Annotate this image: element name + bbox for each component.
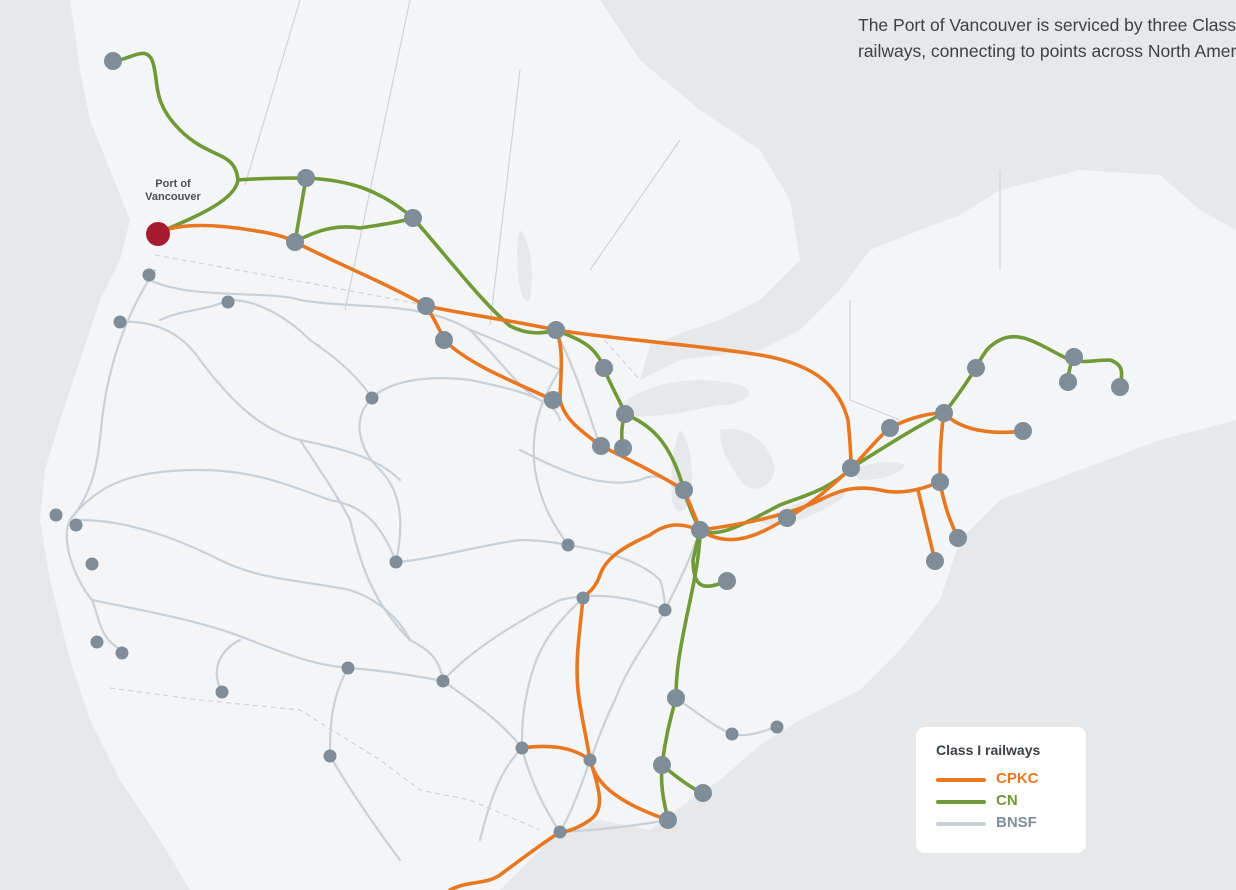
province-line-1 xyxy=(244,0,301,186)
node xyxy=(694,784,712,802)
us-mexico-border xyxy=(109,687,541,831)
node-small xyxy=(770,720,784,734)
province-line-5 xyxy=(849,300,901,421)
node xyxy=(417,297,435,315)
legend-label-cn: CN xyxy=(996,792,1018,809)
node-small xyxy=(389,555,403,569)
lake-ontario xyxy=(850,462,905,480)
node xyxy=(718,572,736,590)
node-small xyxy=(221,295,235,309)
node xyxy=(967,359,985,377)
hudson-bay xyxy=(600,0,870,290)
legend-label-cpkc: CPKC xyxy=(996,770,1039,787)
province-line-4 xyxy=(589,139,681,271)
node xyxy=(675,481,693,499)
borders xyxy=(109,0,1001,831)
node xyxy=(404,209,422,227)
node xyxy=(778,509,796,527)
legend-item-cpkc: CPKC xyxy=(936,769,1076,789)
node-small xyxy=(658,603,672,617)
node xyxy=(935,404,953,422)
port-of-vancouver-label: Port of Vancouver xyxy=(145,178,201,203)
legend-label-bnsf: BNSF xyxy=(996,814,1037,831)
node xyxy=(931,473,949,491)
node xyxy=(653,756,671,774)
node xyxy=(616,405,634,423)
province-line-2 xyxy=(344,0,411,311)
node xyxy=(592,437,610,455)
lake-superior xyxy=(620,380,750,417)
node-small xyxy=(583,753,597,767)
legend-item-cn: CN xyxy=(936,791,1076,811)
legend: Class I railways CPKC CN BNSF xyxy=(916,727,1086,853)
node xyxy=(595,359,613,377)
legend-swatch-cn xyxy=(936,800,986,804)
node xyxy=(614,439,632,457)
lake-huron xyxy=(720,429,775,489)
node xyxy=(667,689,685,707)
node-small xyxy=(436,674,450,688)
legend-title: Class I railways xyxy=(936,742,1041,758)
node xyxy=(544,391,562,409)
node xyxy=(104,52,122,70)
node xyxy=(1059,373,1077,391)
node-small xyxy=(142,268,156,282)
node-small xyxy=(69,518,83,532)
node xyxy=(659,811,677,829)
node xyxy=(286,233,304,251)
node-small xyxy=(90,635,104,649)
node-small xyxy=(725,727,739,741)
node-small xyxy=(561,538,575,552)
node-small xyxy=(365,391,379,405)
node xyxy=(1065,348,1083,366)
node-small xyxy=(576,591,590,605)
node xyxy=(842,459,860,477)
lake-winnipeg xyxy=(517,230,532,302)
map-caption: The Port of Vancouver is serviced by thr… xyxy=(858,15,1236,61)
node-small xyxy=(515,741,529,755)
node-small xyxy=(49,508,63,522)
node xyxy=(435,331,453,349)
node xyxy=(949,529,967,547)
node xyxy=(297,169,315,187)
node xyxy=(926,552,944,570)
node xyxy=(547,321,565,339)
node xyxy=(881,419,899,437)
legend-swatch-cpkc xyxy=(936,778,986,782)
node-small xyxy=(85,557,99,571)
node-small xyxy=(215,685,229,699)
node-small xyxy=(341,661,355,675)
port-of-vancouver-marker[interactable] xyxy=(146,222,170,246)
terminal-nodes xyxy=(49,52,1129,839)
node xyxy=(1014,422,1032,440)
legend-item-bnsf: BNSF xyxy=(936,813,1076,833)
legend-swatch-bnsf xyxy=(936,822,986,826)
gulf-of-mexico xyxy=(520,790,820,890)
node xyxy=(1111,378,1129,396)
bnsf-network xyxy=(65,268,779,862)
province-line-3 xyxy=(489,69,521,326)
node xyxy=(691,521,709,539)
node-small xyxy=(115,646,129,660)
node-small xyxy=(323,749,337,763)
node-small xyxy=(553,825,567,839)
node-small xyxy=(113,315,127,329)
